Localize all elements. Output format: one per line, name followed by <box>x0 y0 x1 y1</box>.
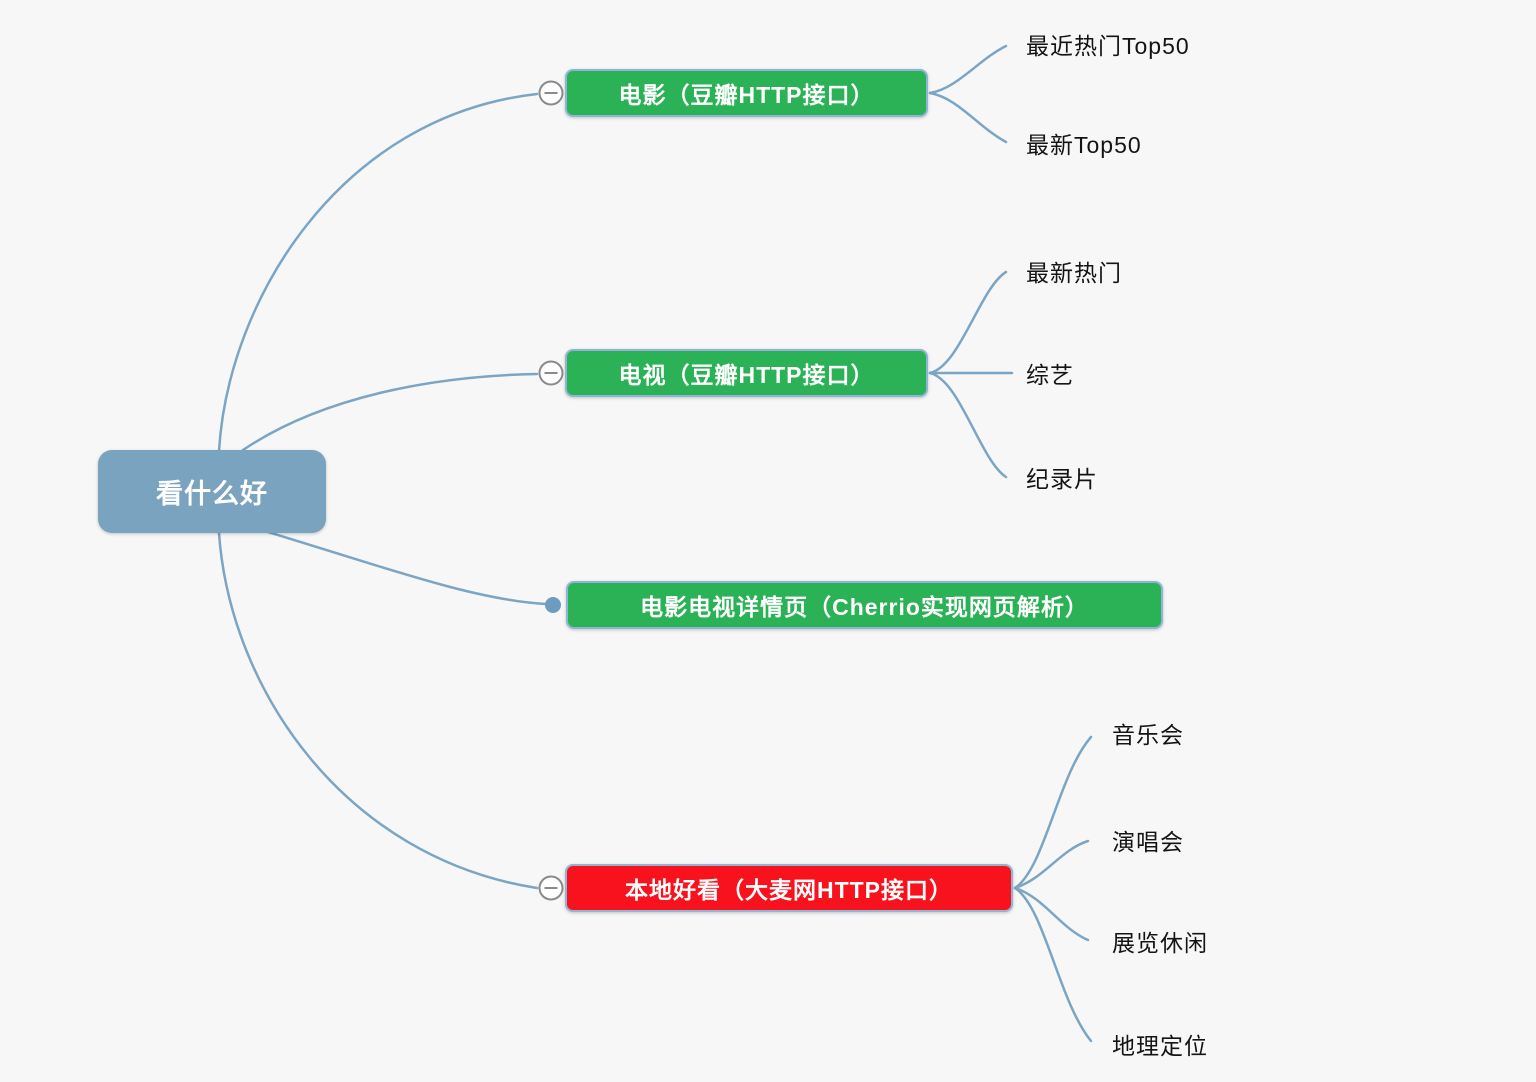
connector-tv-child-1 <box>928 270 1008 375</box>
branch-node-detail-page-label: 电影电视详情页（Cherrio实现网页解析） <box>640 594 1089 620</box>
leaf-movie-child-1[interactable]: 最近热门Top50 <box>1026 33 1190 59</box>
connector-local-child-2 <box>1013 839 1090 890</box>
leaf-tv-child-3[interactable]: 纪录片 <box>1026 466 1098 492</box>
branch-node-tv[interactable]: 电视（豆瓣HTTP接口） <box>565 349 928 397</box>
collapse-minus-icon[interactable] <box>538 875 564 901</box>
leaf-movie-child-2[interactable]: 最新Top50 <box>1026 132 1142 158</box>
connector-root-local <box>217 531 539 890</box>
root-node-label: 看什么好 <box>156 479 268 509</box>
collapse-minus-icon[interactable] <box>538 360 564 386</box>
root-node[interactable]: 看什么好 <box>98 450 326 533</box>
leaf-tv-child-1[interactable]: 最新热门 <box>1026 260 1122 286</box>
leaf-tv-child-2[interactable]: 综艺 <box>1026 362 1074 388</box>
connector-root-movie <box>217 92 539 453</box>
leaf-local-child-2[interactable]: 演唱会 <box>1112 829 1184 855</box>
branch-node-tv-label: 电视（豆瓣HTTP接口） <box>618 362 875 388</box>
connector-root-detail <box>246 524 548 606</box>
branch-node-movie-label: 电影（豆瓣HTTP接口） <box>618 82 875 108</box>
branch-node-local[interactable]: 本地好看（大麦网HTTP接口） <box>565 864 1013 912</box>
branch-node-local-label: 本地好看（大麦网HTTP接口） <box>624 877 954 903</box>
connector-tv-child-3 <box>928 371 1008 479</box>
branch-node-movie[interactable]: 电影（豆瓣HTTP接口） <box>565 69 928 117</box>
connector-root-tv <box>241 372 539 452</box>
connector-movie-child-1 <box>928 44 1008 95</box>
connector-local-child-3 <box>1013 886 1090 942</box>
connector-movie-child-2 <box>928 91 1008 144</box>
terminal-dot-icon <box>545 597 561 613</box>
connector-local-child-1 <box>1013 735 1093 890</box>
leaf-local-child-3[interactable]: 展览休闲 <box>1112 930 1208 956</box>
collapse-minus-icon[interactable] <box>538 80 564 106</box>
leaf-local-child-1[interactable]: 音乐会 <box>1112 722 1184 748</box>
connector-local-child-4 <box>1013 886 1093 1043</box>
branch-node-detail-page[interactable]: 电影电视详情页（Cherrio实现网页解析） <box>566 581 1163 629</box>
leaf-local-child-4[interactable]: 地理定位 <box>1112 1033 1208 1059</box>
